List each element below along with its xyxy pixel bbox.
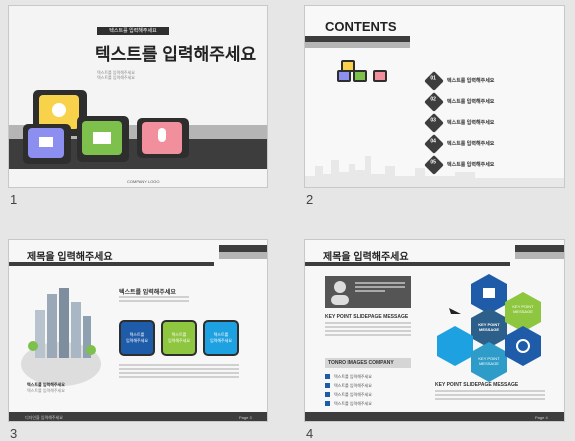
subtitle-line-2: 텍스트를 입력해주세요 bbox=[97, 75, 135, 80]
hex-bottom-label: KEY POINT MESSAGE bbox=[478, 356, 500, 366]
title-bar-left bbox=[9, 262, 214, 266]
blue-box[interactable]: 텍스트를 입력해주세요 bbox=[119, 320, 155, 356]
slide-number-3: 3 bbox=[10, 426, 18, 441]
company-bar: TONRO IMAGES COMPANY bbox=[325, 358, 411, 368]
key2-lines bbox=[435, 390, 545, 402]
contents-list: 01 텍스트를 입력해주세요 02 텍스트를 입력해주세요 03 텍스트를 입력… bbox=[424, 70, 494, 175]
list-item[interactable]: 텍스트를 입력해주세요 bbox=[325, 399, 372, 408]
profile-card bbox=[325, 276, 411, 308]
contents-item[interactable]: 01 텍스트를 입력해주세요 bbox=[424, 70, 494, 91]
heading-lines bbox=[119, 296, 189, 304]
footer-bar bbox=[305, 412, 564, 421]
title-bar-left bbox=[305, 262, 510, 266]
contents-title: CONTENTS bbox=[325, 19, 397, 34]
list-item[interactable]: 텍스트를 입력해주세요 bbox=[325, 390, 372, 399]
footer-text: 디자인을 입력해주세요 bbox=[25, 415, 63, 420]
title-tag: 텍스트를 입력해주세요 bbox=[97, 27, 169, 35]
green-box[interactable]: 텍스트를 입력해주세요 bbox=[161, 320, 197, 356]
section-heading: 텍스트를 입력해주세요 bbox=[119, 290, 176, 296]
contents-item[interactable]: 05 텍스트를 입력해주세요 bbox=[424, 154, 494, 175]
caption-1: 텍스트를 입력해주세요 bbox=[27, 382, 65, 387]
tv-stack-illustration bbox=[23, 90, 189, 164]
numbered-list: 텍스트를 입력해주세요 텍스트를 입력해주세요 텍스트를 입력해주세요 텍스트를… bbox=[325, 372, 372, 408]
subtitle-line-1: 텍스트를 입력해주세요 bbox=[97, 70, 135, 75]
hex-center-label: KEY POINT MESSAGE bbox=[478, 322, 500, 332]
key-message-2: KEY POINT SLIDEPAGE MESSAGE bbox=[435, 382, 519, 388]
contents-item[interactable]: 04 텍스트를 입력해주세요 bbox=[424, 133, 494, 154]
page-number: Page 3 bbox=[239, 415, 252, 420]
key-message-1: KEY POINT SLIDEPAGE MESSAGE bbox=[325, 314, 409, 320]
title-bar-right-dark bbox=[515, 245, 564, 252]
title-bar-right-grey bbox=[219, 252, 267, 259]
hex-right-label: KEY POINT MESSAGE bbox=[512, 304, 534, 314]
page-number: Page 4 bbox=[535, 415, 548, 420]
city-skyline bbox=[305, 156, 564, 187]
footer-bar bbox=[9, 412, 267, 421]
slide-number-2: 2 bbox=[306, 192, 314, 207]
title-bar-grey bbox=[305, 42, 410, 48]
slide-thumbnail-3[interactable]: 제목을 입력해주세요 텍스트를 입력해주세요 텍스트를 입력해주세요 텍스트를 … bbox=[8, 239, 268, 422]
contents-item[interactable]: 02 텍스트를 입력해주세요 bbox=[424, 91, 494, 112]
user-icon bbox=[331, 281, 349, 305]
title-bar-dark bbox=[305, 36, 410, 42]
slide-thumbnail-4[interactable]: 제목을 입력해주세요 KEY POINT SLIDEPAGE MESSAGE T… bbox=[304, 239, 565, 422]
title-bar-right-dark bbox=[219, 245, 267, 252]
list-item[interactable]: 텍스트를 입력해주세요 bbox=[325, 381, 372, 390]
cyan-box[interactable]: 텍스트를 입력해주세요 bbox=[203, 320, 239, 356]
slide-title: 텍스트를 입력해주세요 bbox=[95, 45, 257, 64]
hexagon-diagram bbox=[437, 274, 541, 382]
contents-item[interactable]: 03 텍스트를 입력해주세요 bbox=[424, 112, 494, 133]
slide-thumbnail-1[interactable]: 텍스트를 입력해주세요 텍스트를 입력해주세요 텍스트를 입력해주세요 텍스트를… bbox=[8, 5, 268, 188]
slide-thumbnail-2[interactable]: CONTENTS 01 텍스트를 입력해주세요 02 텍스트를 입력해주세요 0… bbox=[304, 5, 565, 188]
tv-icons bbox=[337, 60, 387, 82]
caption-2: 텍스트를 입력해주세요 bbox=[27, 388, 65, 393]
slide-number-4: 4 bbox=[306, 426, 314, 441]
box-lines bbox=[119, 364, 239, 380]
slide-title: 제목을 입력해주세요 bbox=[323, 252, 409, 263]
list-item[interactable]: 텍스트를 입력해주세요 bbox=[325, 372, 372, 381]
slide-number-1: 1 bbox=[10, 192, 18, 207]
title-bar-right-grey bbox=[515, 252, 564, 259]
city-globe-illustration bbox=[21, 288, 101, 386]
key1-lines bbox=[325, 322, 411, 338]
slide-title: 제목을 입력해주세요 bbox=[27, 252, 113, 263]
company-logo: COMPANY LOGO bbox=[127, 179, 160, 184]
